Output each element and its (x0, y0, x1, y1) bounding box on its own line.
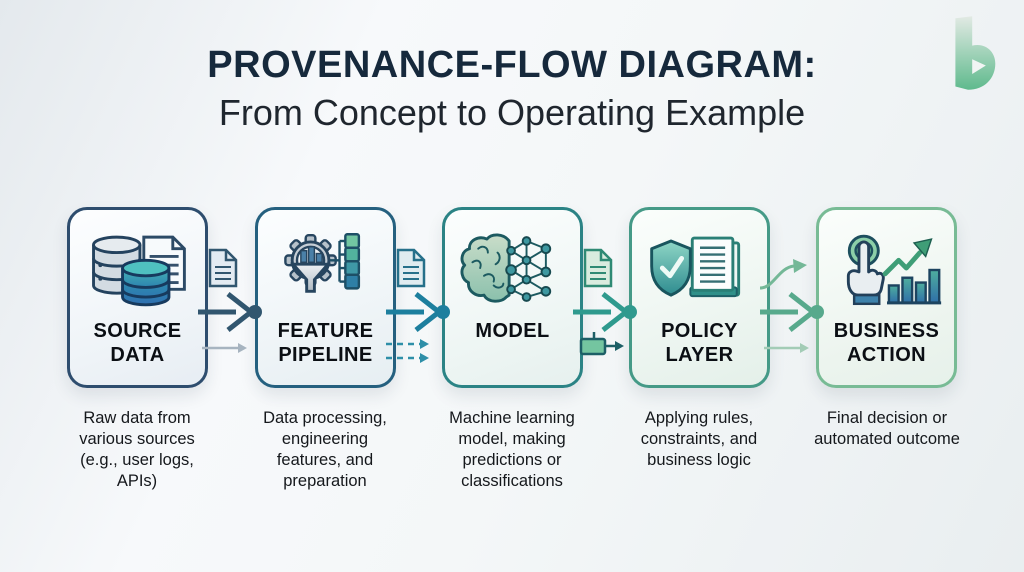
stage-label-model: MODEL (475, 320, 550, 342)
curved-arrow (759, 264, 795, 290)
brand-b-logo-icon (930, 12, 1006, 96)
database-document-icon (80, 222, 196, 318)
stage-model: MODEL (442, 207, 583, 388)
document-icon (583, 248, 613, 288)
connector-policy-to-business (759, 259, 824, 353)
tap-hand-growth-chart-icon (829, 222, 945, 318)
shield-check-document-icon (642, 222, 758, 318)
document-icon (208, 248, 238, 288)
gear-funnel-pipeline-icon (268, 222, 384, 318)
description-policy-layer: Applying rules, constraints, and busines… (640, 409, 758, 469)
main-arrow (386, 292, 444, 332)
document-icon (396, 248, 426, 288)
main-arrow (760, 292, 818, 332)
description-model: Machine learning model, making predictio… (449, 409, 575, 490)
curved-arrow-head (793, 259, 807, 273)
arrow-endpoint-dot (248, 305, 262, 319)
page-subtitle: From Concept to Operating Example (218, 92, 806, 133)
secondary-thin-arrow (202, 343, 247, 353)
main-arrow (198, 292, 256, 332)
main-arrow (573, 292, 631, 332)
description-source-data: Raw data from various sources (e.g., use… (79, 409, 195, 490)
secondary-dashed-arrows (386, 339, 429, 363)
brain-network-icon (455, 222, 571, 318)
description-feature-pipeline: Data processing, engineering features, a… (263, 409, 387, 490)
connector-feature-to-model (386, 248, 450, 363)
arrow-endpoint-dot (436, 305, 450, 319)
connector-model-to-policy (573, 248, 637, 356)
arrow-endpoint-dot (623, 305, 637, 319)
data-packet-arrow (579, 332, 624, 356)
connector-source-to-feature (198, 248, 262, 353)
secondary-thin-arrow (764, 343, 809, 353)
description-business-action: Final decision or automated outcome (814, 409, 960, 448)
page-title: PROVENANCE-FLOW DIAGRAM: (207, 44, 817, 86)
arrow-endpoint-dot (810, 305, 824, 319)
